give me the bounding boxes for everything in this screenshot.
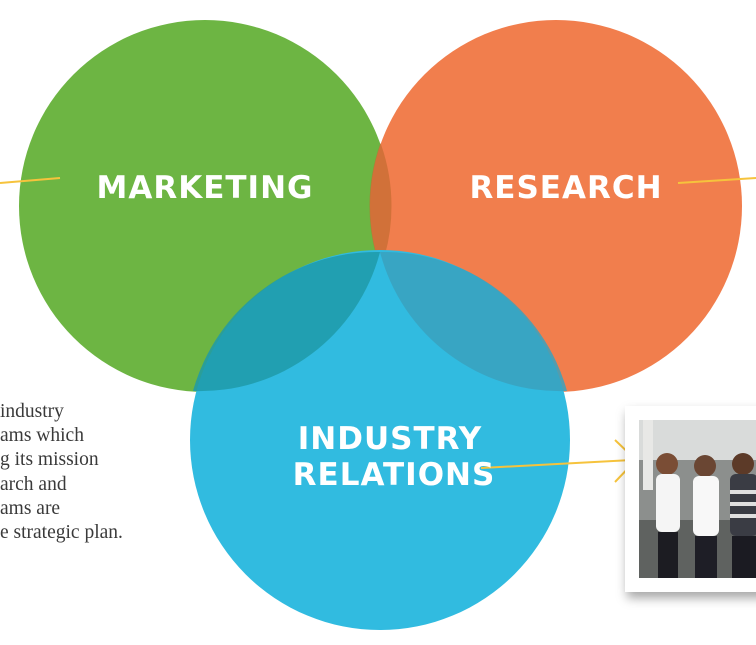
body-text-line: arch and bbox=[0, 473, 67, 495]
research-label: RESEARCH bbox=[469, 170, 662, 206]
industry-label-line-1: INDUSTRY bbox=[298, 421, 482, 457]
research-connector-line bbox=[677, 177, 756, 184]
group-photo-icon bbox=[639, 420, 756, 578]
body-text: industry ams which g its mission arch an… bbox=[0, 400, 200, 545]
marketing-research-overlap bbox=[369, 143, 392, 269]
marketing-connector-line bbox=[0, 177, 61, 184]
research-industry-overlap bbox=[380, 251, 567, 392]
marketing-label: MARKETING bbox=[97, 170, 314, 206]
body-text-line: industry bbox=[0, 401, 64, 422]
body-text-line: e strategic plan. bbox=[0, 522, 123, 544]
photo-frame bbox=[625, 406, 756, 592]
marketing-industry-overlap bbox=[193, 251, 380, 392]
industry-label-line-2: RELATIONS bbox=[293, 457, 496, 493]
body-text-line: ams are bbox=[0, 497, 61, 519]
body-text-line: ams which bbox=[0, 425, 84, 447]
group-photo bbox=[639, 420, 756, 578]
industry-connector-line bbox=[480, 459, 633, 469]
body-text-line: g its mission bbox=[0, 449, 99, 471]
